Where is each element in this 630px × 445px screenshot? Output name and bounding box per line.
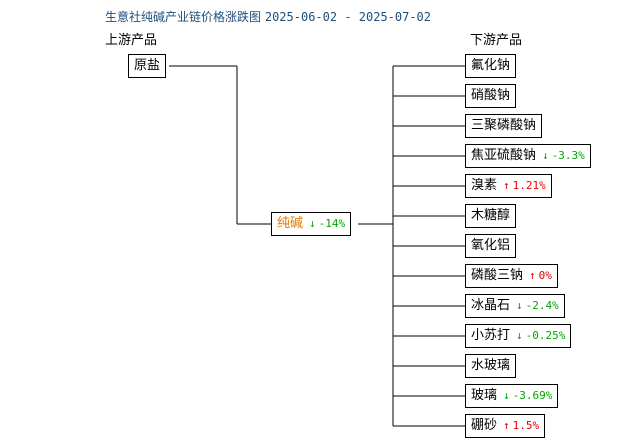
node-name: 硼砂 xyxy=(471,418,498,433)
price-change-value: -3.69% xyxy=(512,389,553,402)
arrow-up-icon: ↑ xyxy=(529,269,536,282)
price-change-value: -3.3% xyxy=(551,149,585,162)
chart-title: 生意社纯碱产业链价格涨跌图 2025-06-02 - 2025-07-02 xyxy=(105,8,431,25)
node-name: 焦亚硫酸钠 xyxy=(471,148,537,163)
downstream-node[interactable]: 硼砂 ↑1.5% xyxy=(465,414,546,438)
node-name: 溴素 xyxy=(471,178,498,193)
downstream-node[interactable]: 小苏打 ↓-0.25% xyxy=(465,324,572,348)
arrow-up-icon: ↑ xyxy=(503,179,510,192)
arrow-down-icon: ↓ xyxy=(516,299,523,312)
node-name: 木糖醇 xyxy=(471,208,511,223)
price-change: ↑1.5% xyxy=(503,419,539,432)
downstream-label: 下游产品 xyxy=(470,33,523,48)
node-name: 氧化铝 xyxy=(471,238,511,253)
downstream-node[interactable]: 溴素 ↑1.21% xyxy=(465,174,552,198)
downstream-node[interactable]: 硝酸钠 xyxy=(465,84,517,108)
downstream-node[interactable]: 水玻璃 xyxy=(465,354,517,378)
node-name: 氟化钠 xyxy=(471,58,511,73)
node-name: 原盐 xyxy=(134,58,161,73)
downstream-node[interactable]: 三聚磷酸钠 xyxy=(465,114,543,138)
arrow-down-icon: ↓ xyxy=(542,149,549,162)
price-change-value: 1.21% xyxy=(512,179,546,192)
node-name: 冰晶石 xyxy=(471,298,511,313)
downstream-node[interactable]: 玻璃 ↓-3.69% xyxy=(465,384,559,408)
downstream-node[interactable]: 磷酸三钠 ↑0% xyxy=(465,264,558,288)
price-change-value: 0% xyxy=(538,269,552,282)
arrow-up-icon: ↑ xyxy=(503,419,510,432)
price-change: ↓-3.3% xyxy=(542,149,585,162)
downstream-node[interactable]: 木糖醇 xyxy=(465,204,517,228)
node-name: 磷酸三钠 xyxy=(471,268,524,283)
price-change: ↓-0.25% xyxy=(516,329,565,342)
arrow-down-icon: ↓ xyxy=(516,329,523,342)
node-name: 三聚磷酸钠 xyxy=(471,118,537,133)
price-change-value: -2.4% xyxy=(525,299,559,312)
node-name: 水玻璃 xyxy=(471,358,511,373)
node-name: 小苏打 xyxy=(471,328,511,343)
node-name: 玻璃 xyxy=(471,388,498,403)
downstream-node[interactable]: 焦亚硫酸钠 ↓-3.3% xyxy=(465,144,591,168)
date-range: 2025-06-02 - 2025-07-02 xyxy=(264,10,432,24)
node-name: 硝酸钠 xyxy=(471,88,511,103)
price-change: ↓-2.4% xyxy=(516,299,559,312)
downstream-node[interactable]: 冰晶石 ↓-2.4% xyxy=(465,294,565,318)
downstream-node[interactable]: 氟化钠 xyxy=(465,54,517,78)
node-name: 纯碱 xyxy=(277,216,304,231)
price-change: ↑0% xyxy=(529,269,552,282)
arrow-down-icon: ↓ xyxy=(503,389,510,402)
price-change: ↑1.21% xyxy=(503,179,546,192)
chart-title-text: 生意社纯碱产业链价格涨跌图 xyxy=(105,10,262,24)
price-change-value: -0.25% xyxy=(525,329,566,342)
price-change-value: -14% xyxy=(318,217,346,230)
arrow-down-icon: ↓ xyxy=(309,217,316,230)
upstream-label: 上游产品 xyxy=(105,33,158,48)
center-node[interactable]: 纯碱 ↓-14% xyxy=(271,212,352,236)
price-change: ↓-3.69% xyxy=(503,389,552,402)
upstream-node[interactable]: 原盐 xyxy=(128,54,167,78)
downstream-node[interactable]: 氧化铝 xyxy=(465,234,517,258)
price-change-value: 1.5% xyxy=(512,419,540,432)
price-change: ↓-14% xyxy=(309,217,345,230)
